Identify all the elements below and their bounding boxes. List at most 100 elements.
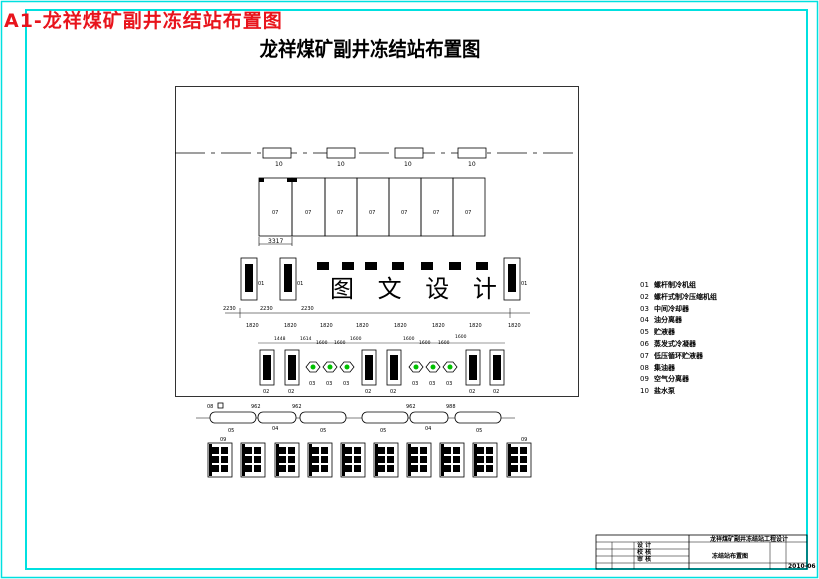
machine-label: 07 <box>401 210 407 216</box>
unit-label: 02 <box>263 389 269 395</box>
title-block-line2: 冻结站布置图 <box>712 553 749 560</box>
title-block-line1: 龙祥煤矿副井冻结站工程设计 <box>710 536 789 543</box>
dimension-label: 1600 <box>316 340 328 346</box>
cooler-label: 03 <box>446 381 452 387</box>
dimension-label: 1820 <box>356 323 369 329</box>
legend-item: 04 油分离器 <box>640 315 780 327</box>
machine-label: 07 <box>369 210 375 216</box>
dimension-label: 962 <box>406 404 416 410</box>
dimension-label: 988 <box>446 404 456 410</box>
cabinet-row: 07 07 07 07 07 07 07 3317 <box>258 177 486 246</box>
pump-label: 09 <box>220 437 226 443</box>
legend-number: 07 <box>640 351 649 360</box>
legend-text: 蒸发式冷凝器 <box>654 339 696 348</box>
building-outline <box>175 86 579 397</box>
dimension-label: 1820 <box>469 323 482 329</box>
unit-label: 02 <box>493 389 499 395</box>
legend-item: 02 螺杆式制冷压缩机组 <box>640 292 780 304</box>
unit-label: 02 <box>390 389 396 395</box>
cooler-label: 03 <box>343 381 349 387</box>
dimension-label: 962 <box>251 404 261 410</box>
legend-number: 02 <box>640 292 649 301</box>
legend-number: 04 <box>640 316 649 325</box>
compressor-row: 01 01 01 <box>240 257 527 301</box>
pump-row: 09 09 <box>207 437 532 478</box>
pump <box>274 442 300 478</box>
legend-number: 09 <box>640 375 649 384</box>
dimension-label: 1820 <box>284 323 297 329</box>
legend-text: 螺杆制冷机组 <box>654 281 696 289</box>
machine-label: 07 <box>433 210 439 216</box>
stamp-text: 图 文 设 计 <box>330 274 505 304</box>
side-number: 01 <box>521 281 527 287</box>
dimension-label: 1820 <box>508 323 521 329</box>
pump <box>240 442 266 478</box>
dimension-label: 1448 <box>274 336 286 342</box>
machine-label: 07 <box>305 210 311 216</box>
pump <box>207 442 233 478</box>
legend-text: 中间冷却器 <box>654 304 689 313</box>
cooler-label: 03 <box>412 381 418 387</box>
pump-label: 09 <box>521 437 527 443</box>
inner-frame <box>25 9 808 570</box>
machine-label: 07 <box>465 210 471 216</box>
legend-number: 06 <box>640 339 649 348</box>
cabinet <box>452 177 486 237</box>
receiver-label: 05 <box>380 428 386 434</box>
title-block-code: 2010-06 <box>788 563 816 570</box>
dimension-label: 1600 <box>403 336 415 342</box>
dimension-label: 1820 <box>394 323 407 329</box>
dimension-row: 2230 2230 2230 1820 1820 1820 1820 1820 … <box>223 306 530 329</box>
legend-text: 低压循环贮液器 <box>654 351 703 360</box>
tank-label: 10 <box>337 161 345 168</box>
receiver-label: 04 <box>272 426 278 432</box>
cooler-label: 03 <box>429 381 435 387</box>
receiver-row: 08 962 962 962 988 05 04 05 05 04 05 <box>196 402 515 434</box>
legend-item: 06 蒸发式冷凝器 <box>640 339 780 351</box>
tank <box>457 147 487 159</box>
cabinet <box>291 177 326 237</box>
dimension-label: 1600 <box>419 340 431 346</box>
receiver-label: 05 <box>476 428 482 434</box>
cabinet <box>324 177 358 237</box>
tank <box>326 147 356 159</box>
dimension-label: 1600 <box>438 340 450 346</box>
legend-number: 01 <box>640 281 649 289</box>
receiver-label: 05 <box>320 428 326 434</box>
title-block-r3: 审 核 <box>637 556 652 563</box>
dimension-label: 1600 <box>334 340 346 346</box>
title-block-r2: 校 核 <box>637 549 652 556</box>
pump <box>506 442 532 478</box>
tank-label: 10 <box>275 161 283 168</box>
side-number: 01 <box>297 281 303 287</box>
pump <box>406 442 432 478</box>
dimension-label: 1600 <box>350 336 362 342</box>
pump <box>340 442 366 478</box>
marker-label: 08 <box>207 404 213 410</box>
machine-label: 07 <box>272 210 278 216</box>
cooler-label: 03 <box>326 381 332 387</box>
dimension-label: 1614 <box>300 336 312 342</box>
machine-label: 07 <box>337 210 343 216</box>
unit-label: 02 <box>288 389 294 395</box>
legend-text: 螺杆式制冷压缩机组 <box>654 292 717 301</box>
legend-text: 集油器 <box>654 363 675 372</box>
legend-item: 01 螺杆制冷机组 <box>640 280 780 292</box>
tank <box>262 147 292 159</box>
legend-number: 10 <box>640 387 649 396</box>
legend-text: 油分离器 <box>654 316 682 325</box>
legend-item: 07 低压循环贮液器 <box>640 351 780 363</box>
legend-number: 05 <box>640 328 649 337</box>
unit-label: 02 <box>365 389 371 395</box>
pump <box>439 442 465 478</box>
dimension-label: 1820 <box>246 323 259 329</box>
watermark-title: A1-龙祥煤矿副井冻结站布置图 <box>4 10 283 32</box>
tank <box>394 147 424 159</box>
tank-label: 10 <box>404 161 412 168</box>
